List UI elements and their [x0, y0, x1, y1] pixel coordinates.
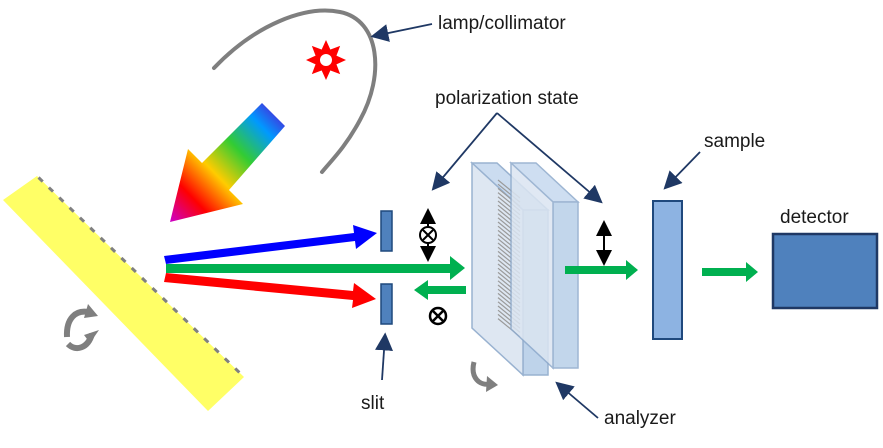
return-beam	[414, 280, 466, 300]
sun-icon	[306, 40, 346, 80]
grating-tooth	[130, 266, 137, 274]
grating-tooth	[47, 186, 55, 193]
grating-tooth	[234, 367, 241, 374]
grating-tooth	[213, 347, 220, 354]
polarizer-cross-icon	[419, 208, 437, 262]
blue-beam	[164, 225, 377, 264]
label-lamp: lamp/collimator	[438, 13, 566, 34]
polarizer-cross-icon	[428, 306, 448, 326]
grating-tooth	[120, 256, 127, 264]
grating-tooth	[182, 317, 189, 324]
sample-output-beam	[702, 262, 758, 282]
grating-tooth	[203, 337, 210, 344]
label-sample: sample	[704, 131, 765, 152]
red-beam	[164, 273, 376, 308]
analyzer-pointer	[555, 381, 599, 419]
label-polarization: polarization state	[435, 88, 579, 109]
grating-tooth	[172, 307, 179, 314]
slit-upper	[380, 210, 393, 252]
sample-pointer	[663, 151, 701, 190]
polarization-pointer-left	[431, 112, 498, 191]
lamp-reflector	[212, 8, 378, 174]
slit-pointer	[375, 332, 393, 381]
grating-tooth	[192, 327, 199, 334]
diffraction-grating	[3, 176, 244, 411]
grating-tooth	[89, 226, 96, 233]
rotate-arrow-icon	[470, 361, 498, 392]
label-detector: detector	[780, 207, 849, 228]
grating-tooth	[109, 246, 117, 253]
white-light-arrow	[170, 103, 285, 222]
rotate-arrow-icon	[63, 304, 99, 352]
analyzer	[470, 161, 580, 377]
slit-lower	[380, 283, 393, 325]
grating-tooth	[223, 357, 231, 364]
label-slit: slit	[361, 393, 385, 414]
green-beam	[166, 256, 465, 280]
polarization-pointer-right	[496, 112, 603, 204]
grating-tooth	[58, 196, 65, 203]
grating-tooth	[99, 236, 106, 243]
sample-box	[652, 200, 683, 340]
grating-tooth	[141, 276, 148, 284]
grating-tooth	[151, 286, 158, 294]
grating-tooth	[68, 206, 75, 213]
grating-tooth	[78, 216, 86, 223]
grating-tooth	[161, 297, 168, 304]
label-analyzer: analyzer	[604, 408, 676, 429]
lamp-pointer	[370, 23, 433, 42]
grating-tooth	[37, 176, 44, 183]
analyzer-output-beam	[565, 260, 638, 280]
detector-box	[771, 232, 879, 310]
